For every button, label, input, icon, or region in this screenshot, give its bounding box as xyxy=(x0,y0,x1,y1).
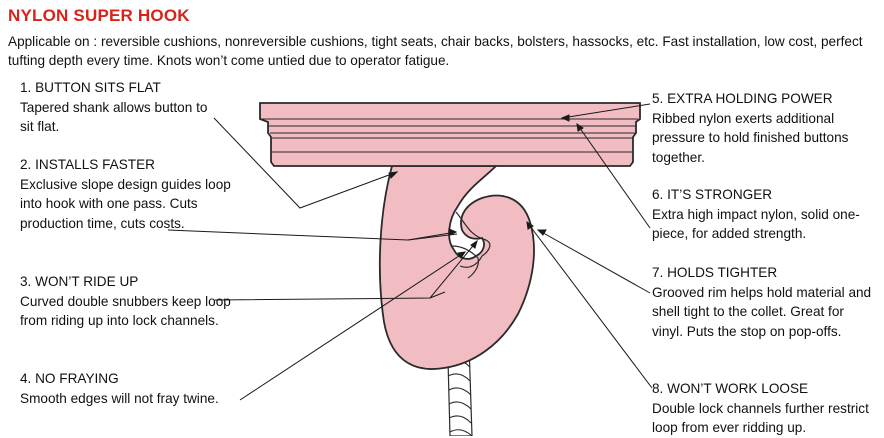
feature-4: 4. NO FRAYING Smooth edges will not fray… xyxy=(20,369,260,408)
feature-8: 8. WON’T WORK LOOSE Double lock channels… xyxy=(652,379,877,438)
feature-5-heading: 5. EXTRA HOLDING POWER xyxy=(652,91,833,106)
feature-2-text: Exclusive slope design guides loop into … xyxy=(20,176,231,231)
feature-4-text: Smooth edges will not fray twine. xyxy=(20,390,219,406)
feature-8-heading: 8. WON’T WORK LOOSE xyxy=(652,381,809,396)
leader-lines xyxy=(167,103,653,401)
feature-6-heading: 6. IT’S STRONGER xyxy=(652,187,773,202)
feature-6: 6. IT’S STRONGER Extra high impact nylon… xyxy=(652,185,867,244)
feature-5: 5. EXTRA HOLDING POWER Ribbed nylon exer… xyxy=(652,89,867,167)
feature-3: 3. WON’T RIDE UP Curved double snubbers … xyxy=(20,272,245,331)
feature-5-text: Ribbed nylon exerts additional pressure … xyxy=(652,110,849,165)
feature-2: 2. INSTALLS FASTER Exclusive slope desig… xyxy=(20,155,235,233)
feature-1-heading: 1. BUTTON SITS FLAT xyxy=(20,80,161,95)
intro-text: Applicable on : reversible cushions, non… xyxy=(8,34,863,68)
grooved-rim xyxy=(262,118,638,153)
feature-3-text: Curved double snubbers keep loop from ri… xyxy=(20,293,231,329)
feature-4-heading: 4. NO FRAYING xyxy=(20,371,119,386)
hook-head xyxy=(259,102,641,167)
feature-6-text: Extra high impact nylon, solid one-piece… xyxy=(652,206,860,242)
hook-body xyxy=(378,165,535,370)
snubber xyxy=(451,245,479,279)
feature-7-heading: 7. HOLDS TIGHTER xyxy=(652,265,778,280)
feature-7: 7. HOLDS TIGHTER Grooved rim helps hold … xyxy=(652,263,872,341)
page-title: NYLON SUPER HOOK xyxy=(8,6,190,25)
feature-7-text: Grooved rim helps hold material and shel… xyxy=(652,284,872,339)
feature-2-heading: 2. INSTALLS FASTER xyxy=(20,157,155,172)
lock-channel xyxy=(455,211,491,268)
feature-1: 1. BUTTON SITS FLAT Tapered shank allows… xyxy=(20,78,240,137)
feature-1-text: Tapered shank allows button to sit flat. xyxy=(20,99,208,135)
feature-8-text: Double lock channels further restrict lo… xyxy=(652,400,869,436)
feature-3-heading: 3. WON’T RIDE UP xyxy=(20,274,139,289)
